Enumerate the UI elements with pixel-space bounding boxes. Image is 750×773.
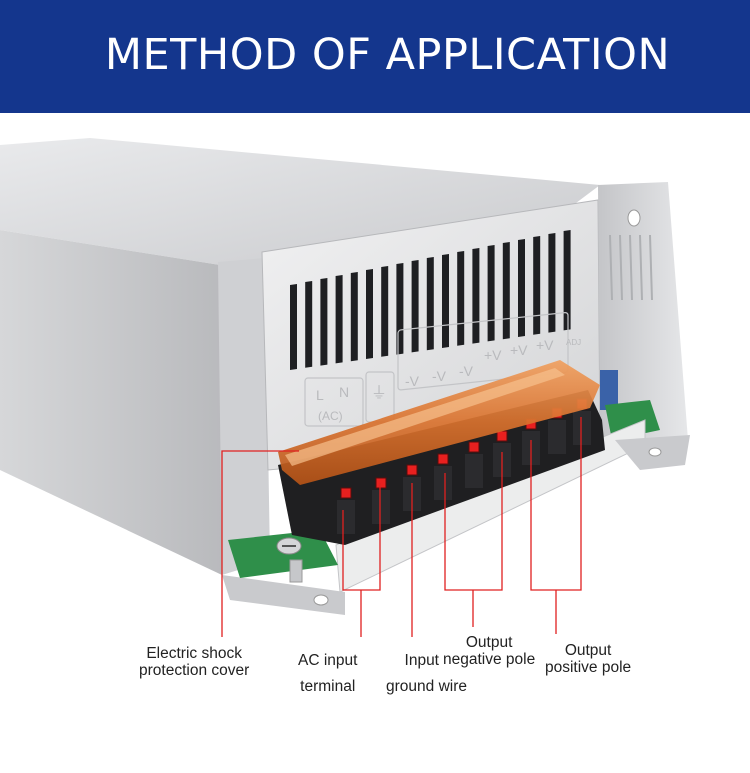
page-title: METHOD OF APPLICATION bbox=[104, 30, 671, 80]
terminal-slot bbox=[493, 443, 511, 477]
marking-pos-2: +V bbox=[510, 342, 528, 358]
terminal-slot bbox=[548, 420, 566, 454]
marking-box-ac bbox=[304, 377, 364, 427]
vent-slot bbox=[457, 251, 465, 346]
vent-slot bbox=[533, 236, 541, 335]
screw-standoff bbox=[289, 559, 303, 583]
terminal-slot bbox=[434, 466, 452, 500]
marking-l: L bbox=[316, 387, 324, 403]
terminal-post bbox=[437, 453, 449, 465]
case-side bbox=[0, 230, 222, 575]
vent-slot bbox=[335, 275, 343, 364]
marking-neg-2: -V bbox=[432, 368, 447, 384]
vent-slot bbox=[472, 248, 480, 344]
label-ac-input: AC input terminal bbox=[298, 648, 357, 700]
marking-n: N bbox=[339, 384, 349, 400]
label-negative-pole-line1: Output bbox=[465, 634, 513, 651]
terminal-post bbox=[468, 441, 480, 453]
case-base-plate bbox=[222, 575, 345, 615]
terminal-post bbox=[375, 477, 387, 489]
vent-slot bbox=[411, 260, 419, 353]
marking-neg-3: -V bbox=[459, 363, 474, 379]
label-shock-cover-line2: protection cover bbox=[139, 662, 250, 679]
power-supply-image: L N (AC) ⏚ -V -V -V +V +V +V ADJ bbox=[0, 138, 690, 615]
adjust-potentiometer bbox=[600, 370, 618, 410]
vent-slot bbox=[305, 281, 313, 368]
vent-slot bbox=[518, 239, 525, 337]
terminal-slot bbox=[403, 477, 421, 511]
terminal-post bbox=[340, 487, 352, 499]
label-shock-cover: Electric shock protection cover bbox=[139, 645, 249, 679]
label-ac-input-line2: terminal bbox=[300, 678, 356, 695]
marking-pos-3: +V bbox=[536, 337, 554, 353]
label-positive-pole: Output positive pole bbox=[545, 642, 631, 676]
label-ground-wire: Input ground wire bbox=[376, 648, 467, 700]
label-ground-wire-line1: Input bbox=[404, 652, 439, 669]
vent-slot bbox=[366, 269, 373, 359]
vent-slot bbox=[350, 272, 358, 362]
case-front-step bbox=[218, 258, 270, 575]
vent-slot bbox=[290, 284, 297, 370]
label-ac-input-line1: AC input bbox=[298, 652, 358, 669]
title-banner: METHOD OF APPLICATION bbox=[0, 0, 750, 113]
protection-cover bbox=[278, 360, 600, 485]
vent-slot bbox=[563, 230, 571, 331]
terminal-slot bbox=[465, 454, 483, 488]
vent-slot bbox=[487, 245, 495, 342]
terminal-post bbox=[496, 430, 508, 442]
mount-hole bbox=[627, 209, 641, 227]
label-shock-cover-line1: Electric shock bbox=[146, 645, 242, 662]
marking-ground: ⏚ bbox=[371, 383, 387, 402]
label-negative-pole: Output negative pole bbox=[443, 634, 535, 668]
vent-slot bbox=[502, 242, 510, 340]
marking-box-dc bbox=[397, 311, 569, 391]
terminal-slot bbox=[337, 500, 355, 534]
vent-slot bbox=[442, 254, 449, 348]
label-positive-pole-line2: positive pole bbox=[545, 659, 632, 676]
vent-slot bbox=[381, 266, 389, 357]
terminal-post bbox=[406, 464, 418, 476]
label-ground-wire-line2: ground wire bbox=[386, 678, 467, 695]
label-negative-pole-line2: negative pole bbox=[443, 651, 536, 668]
base-mount-hole-right bbox=[648, 447, 662, 457]
vent-slot bbox=[426, 257, 434, 351]
right-vent bbox=[609, 234, 653, 301]
marking-ac: (AC) bbox=[318, 409, 343, 423]
base-mount-hole bbox=[313, 594, 329, 606]
marking-neg-1: -V bbox=[405, 373, 420, 389]
terminal-slot bbox=[573, 411, 591, 445]
vent-slot bbox=[320, 278, 328, 366]
vent-slot bbox=[548, 233, 556, 333]
marking-adj: ADJ bbox=[566, 338, 581, 347]
pcb-right bbox=[605, 400, 660, 440]
terminal-slot bbox=[372, 490, 390, 524]
marking-pos-1: +V bbox=[484, 347, 502, 363]
label-positive-pole-line1: Output bbox=[564, 642, 612, 659]
terminal-slot bbox=[522, 431, 540, 465]
